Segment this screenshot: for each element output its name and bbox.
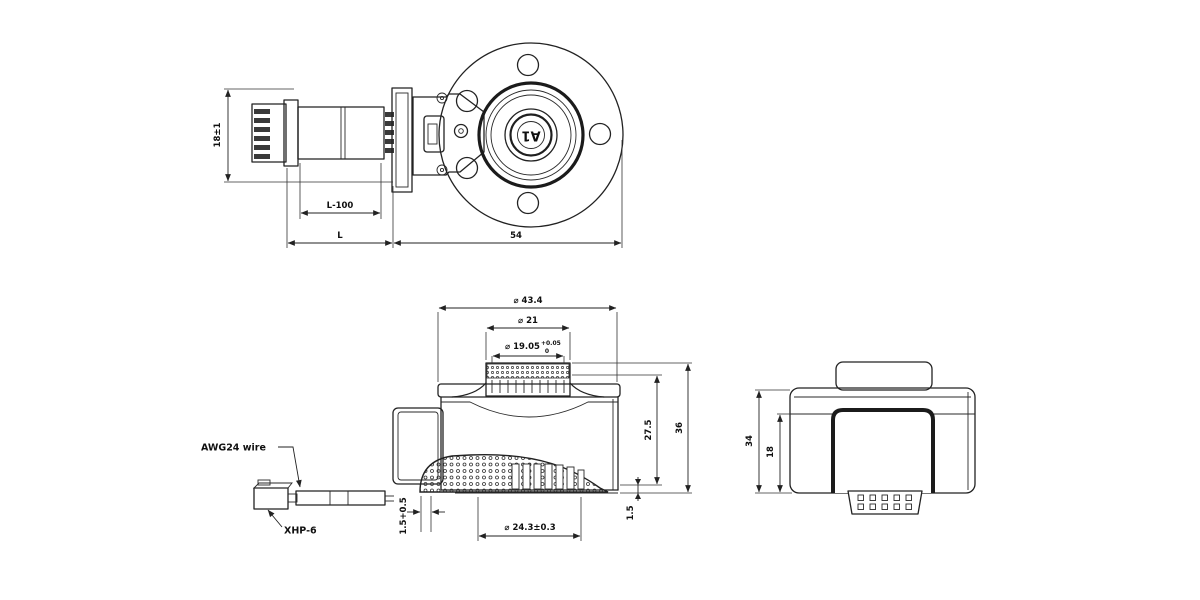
cable-top	[297, 106, 385, 160]
flange-hole-upper-left	[455, 89, 479, 113]
dim-outer-dia: ⌀ 43.4	[513, 296, 542, 306]
dim-bottom-dia: ⌀ 24.3±0.3	[504, 523, 555, 533]
connector-callout-label: XHP-6	[284, 526, 317, 537]
dim-height-inner: 27.5	[644, 419, 654, 440]
end-dim-height-outer: 34	[745, 435, 755, 447]
shaft-mark: A1	[521, 128, 540, 143]
end-view: 34 18	[745, 361, 976, 515]
mounting-bracket-top	[385, 87, 485, 193]
top-view-dimensions: 18±1 L-100 L 54	[213, 88, 623, 248]
side-view: AWG24 wire XHP-6 ⌀ 43.4 ⌀ 21 ⌀ 19.05+0.0…	[201, 296, 692, 541]
flange-hole-right	[588, 122, 612, 146]
dim-cable-free: L-100	[327, 201, 354, 211]
knurled-boss	[451, 362, 605, 398]
end-view-boss	[835, 361, 933, 391]
cable-connector-top	[251, 99, 299, 167]
dim-height: 18±1	[213, 122, 223, 147]
bottom-connector	[847, 490, 923, 515]
dim-body-width: 54	[510, 231, 522, 241]
dim-gap: 1.5+0.5	[399, 497, 409, 534]
dim-step: 1.5	[626, 505, 636, 520]
shaft-mark-text: A1	[521, 128, 540, 143]
dim-cable-total: L	[337, 231, 343, 241]
dim-boss-dia: ⌀ 21	[518, 316, 538, 326]
xhp-connector	[252, 479, 293, 510]
flange-hole-bottom	[516, 191, 540, 215]
rubber-boot	[831, 408, 935, 493]
callouts: AWG24 wire XHP-6	[201, 443, 317, 537]
flange-face: A1	[438, 42, 624, 228]
end-dim-height-inner: 18	[766, 446, 776, 458]
output-wire	[287, 490, 394, 506]
top-view: A1 18±1 L-100 L 54	[213, 42, 624, 248]
dim-height-outer: 36	[675, 422, 685, 434]
flange-hole-top	[516, 53, 540, 77]
cable-exit-housing	[392, 407, 444, 485]
strain-relief	[419, 453, 609, 493]
wire-callout-label: AWG24 wire	[201, 443, 266, 454]
end-view-dimensions: 34 18	[745, 389, 792, 494]
flange-hole-lower-left	[455, 156, 479, 180]
